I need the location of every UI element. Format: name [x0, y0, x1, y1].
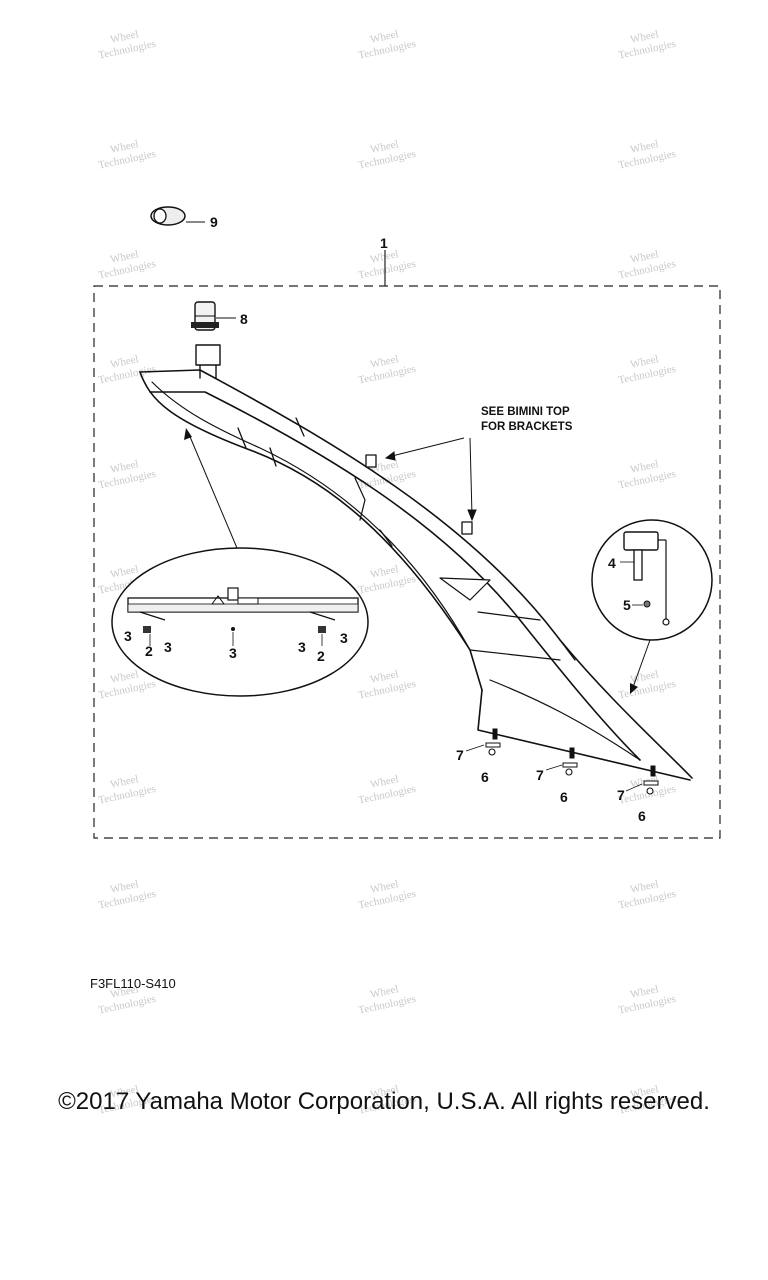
svg-text:Wheel: Wheel: [369, 563, 400, 581]
svg-text:Wheel: Wheel: [369, 248, 400, 266]
svg-text:Wheel: Wheel: [369, 353, 400, 371]
callout-1: 1: [380, 235, 388, 251]
copyright-notice: ©2017 Yamaha Motor Corporation, U.S.A. A…: [58, 1088, 710, 1115]
bimini-note-arrows: [384, 437, 477, 522]
callout-7: 7: [456, 747, 464, 763]
bimini-note-line1: SEE BIMINI TOP: [481, 406, 570, 418]
bimini-note-line2: FOR BRACKETS: [481, 421, 573, 433]
detail-view-right: [591, 519, 713, 694]
callout-6: 6: [560, 789, 568, 805]
svg-text:Wheel: Wheel: [109, 563, 140, 581]
svg-text:Wheel: Wheel: [109, 878, 140, 896]
callout-9: 9: [210, 214, 218, 230]
svg-text:Wheel: Wheel: [109, 668, 140, 686]
svg-text:Wheel: Wheel: [629, 878, 660, 896]
svg-text:Wheel: Wheel: [629, 983, 660, 1001]
callout-7: 7: [617, 787, 625, 803]
callout-3: 3: [340, 630, 348, 646]
assembly-boundary: [93, 285, 721, 839]
callout-5: 5: [623, 597, 631, 613]
svg-text:Wheel: Wheel: [629, 28, 660, 46]
svg-text:Wheel: Wheel: [369, 878, 400, 896]
diagram-code: F3FL110-S410: [90, 976, 176, 991]
callout-3: 3: [164, 639, 172, 655]
svg-text:Wheel: Wheel: [369, 773, 400, 791]
svg-text:Wheel: Wheel: [109, 353, 140, 371]
svg-text:Wheel: Wheel: [629, 353, 660, 371]
svg-text:Wheel: Wheel: [369, 668, 400, 686]
svg-text:Wheel: Wheel: [369, 983, 400, 1001]
tower-frame: [139, 344, 693, 781]
svg-text:Wheel: Wheel: [369, 138, 400, 156]
callout-3: 3: [298, 639, 306, 655]
svg-text:Wheel: Wheel: [109, 28, 140, 46]
svg-text:Wheel: Wheel: [109, 1083, 140, 1101]
svg-text:Wheel: Wheel: [629, 138, 660, 156]
svg-text:Wheel: Wheel: [109, 138, 140, 156]
callouts: 1 9 8 3 2 3 3 3 2 3 4 5 7 6 7 6 7 6: [124, 214, 646, 824]
callout-7: 7: [536, 767, 544, 783]
svg-text:Wheel: Wheel: [109, 458, 140, 476]
callout-8: 8: [240, 311, 248, 327]
callout-3: 3: [229, 645, 237, 661]
svg-text:Wheel: Wheel: [109, 983, 140, 1001]
svg-text:Wheel: Wheel: [369, 458, 400, 476]
callout-2: 2: [145, 643, 153, 659]
svg-text:Wheel: Wheel: [629, 1083, 660, 1101]
svg-text:Wheel: Wheel: [109, 248, 140, 266]
callout-3: 3: [124, 628, 132, 644]
part-9-plug: [150, 206, 205, 226]
svg-text:Wheel: Wheel: [629, 458, 660, 476]
callout-6: 6: [638, 808, 646, 824]
svg-text:Wheel: Wheel: [629, 248, 660, 266]
callout-2: 2: [317, 648, 325, 664]
callout-4: 4: [608, 555, 616, 571]
svg-text:Wheel: Wheel: [369, 28, 400, 46]
svg-text:Wheel: Wheel: [109, 773, 140, 791]
svg-text:Wheel: Wheel: [369, 1083, 400, 1101]
lower-hardware: [465, 728, 659, 795]
callout-6: 6: [481, 769, 489, 785]
svg-text:Wheel: Wheel: [629, 668, 660, 686]
part-8-pivot-cap: [191, 301, 236, 331]
detail-view-left: [111, 428, 369, 697]
